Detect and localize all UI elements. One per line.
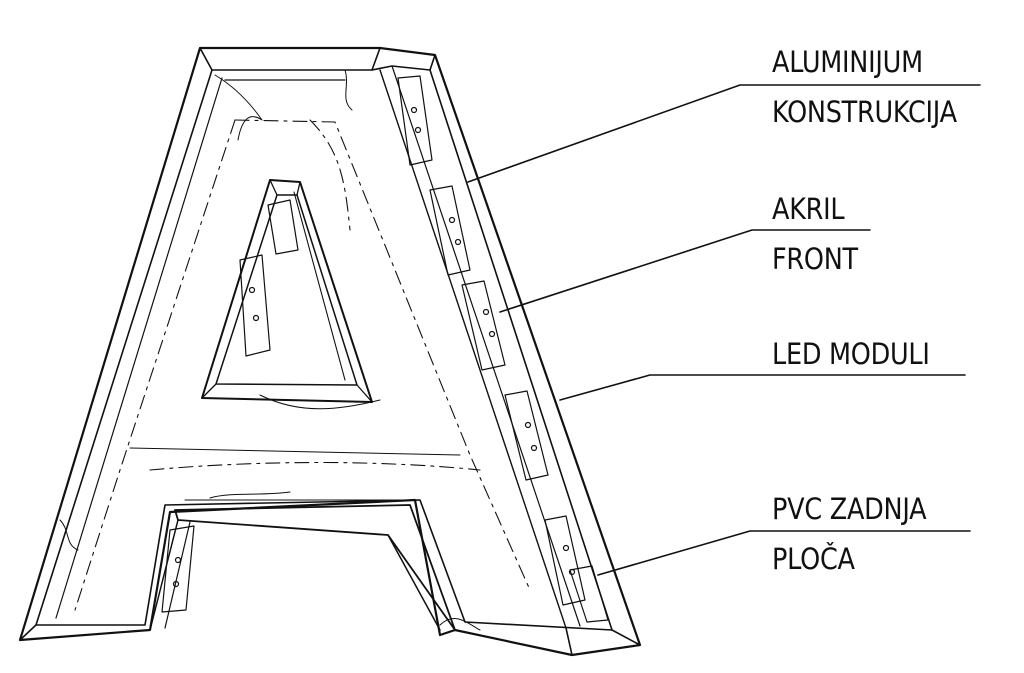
leader-pvc [597, 530, 971, 576]
letter-bottom-opening [129, 447, 461, 631]
label-pvc-line1: PVC ZADNJA [772, 492, 927, 526]
letter-inner-triangle [201, 179, 373, 403]
wiring [59, 69, 481, 631]
led-modules [161, 75, 609, 623]
label-led-moduli: LED MODULI [772, 337, 930, 371]
label-akril-line2: FRONT [772, 242, 858, 276]
letter-outer-shell [18, 46, 642, 657]
leader-led [559, 374, 966, 401]
label-pvc-line2: PLOČA [772, 542, 855, 576]
leader-akril [499, 229, 871, 313]
leader-aluminijum [467, 84, 981, 183]
callout-leaders [467, 84, 981, 576]
label-aluminijum-line2: KONSTRUKCIJA [772, 95, 957, 129]
label-akril-line1: AKRIL [772, 192, 845, 226]
acrylic-front-outline [74, 119, 531, 611]
label-aluminijum-line1: ALUMINIJUM [772, 45, 923, 79]
